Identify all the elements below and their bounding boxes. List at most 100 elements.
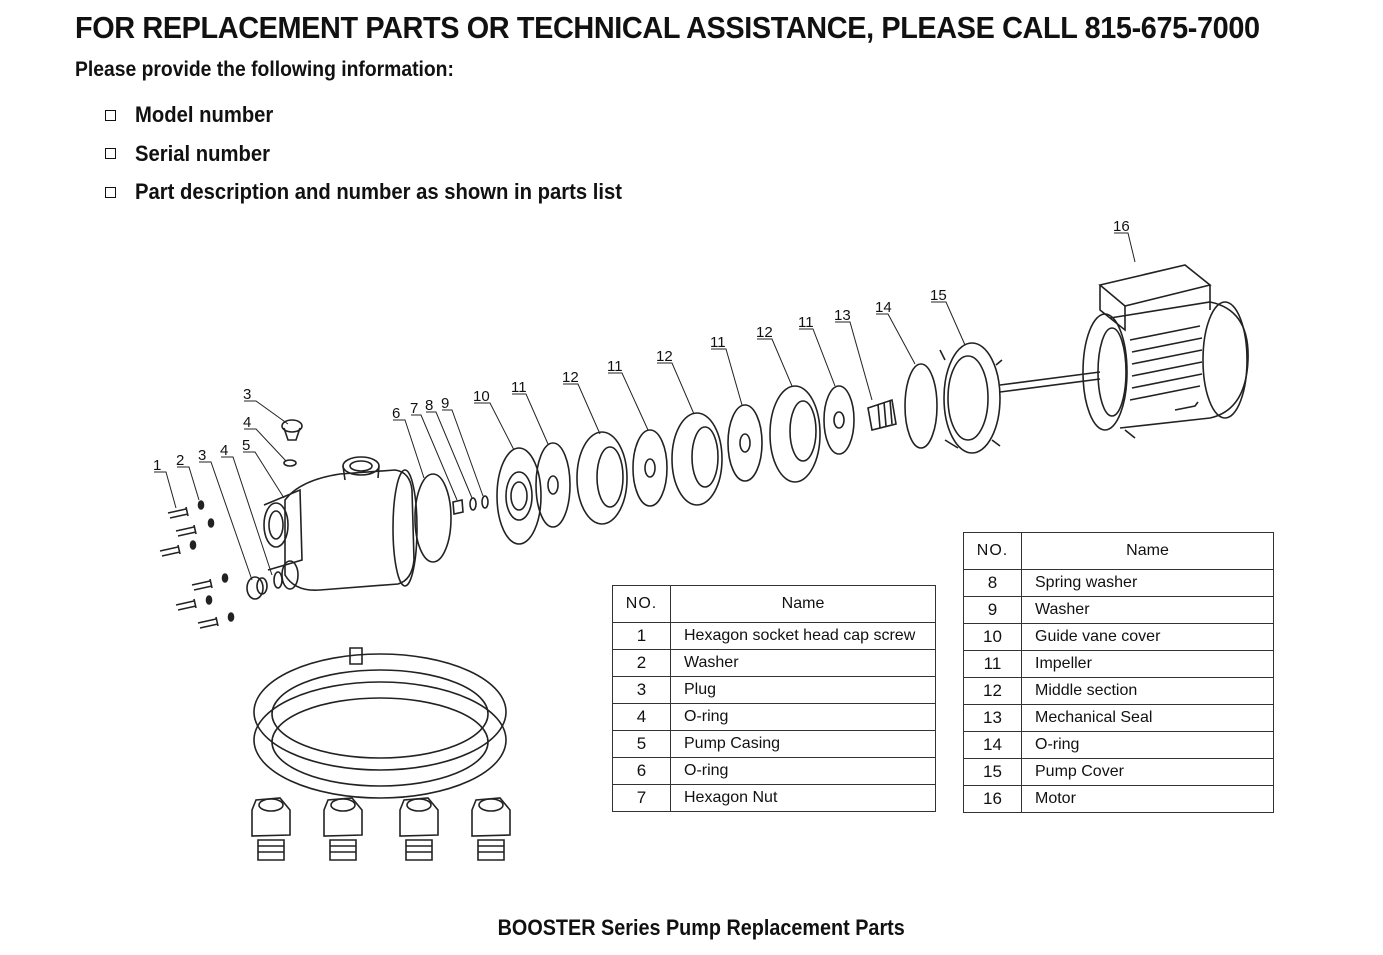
- callout-label: 11: [511, 379, 527, 396]
- cap-screws-drawing: [159, 500, 235, 629]
- callout-label: 7: [410, 400, 418, 417]
- checkbox-icon: [105, 148, 116, 160]
- part-number: 2: [612, 649, 671, 677]
- callout-label: 12: [656, 348, 673, 365]
- checkbox-icon: [105, 109, 116, 121]
- part-number: 15: [963, 758, 1022, 786]
- part-name: Pump Casing: [670, 730, 936, 758]
- column-header-name: Name: [1021, 532, 1274, 570]
- table-header-row: NO. Name: [612, 585, 936, 623]
- column-header-no: NO.: [963, 532, 1022, 570]
- callout-label: 4: [220, 442, 228, 459]
- part-name: Mechanical Seal: [1021, 704, 1274, 732]
- part-number: 10: [963, 623, 1022, 651]
- part-number: 12: [963, 677, 1022, 705]
- part-name: Plug: [670, 676, 936, 704]
- part-number: 6: [612, 757, 671, 785]
- part-name: O-ring: [670, 757, 936, 785]
- part-name: Washer: [1021, 596, 1274, 624]
- table-header-row: NO. Name: [963, 532, 1274, 570]
- callout-label: 16: [1113, 218, 1130, 235]
- callout-label: 11: [798, 314, 814, 331]
- pump-casing-drawing: [263, 456, 418, 592]
- o-ring-drawing: [414, 473, 452, 563]
- callout-label: 11: [710, 334, 726, 351]
- hex-nut-drawing: [452, 499, 464, 515]
- callout-labels: 1 2 3 4 3 4 5 6 7 8 9 10 11 12 11 12 11 …: [153, 218, 1130, 474]
- callout-label: 8: [425, 397, 433, 414]
- motor-drawing: [1082, 264, 1249, 439]
- part-number: 11: [963, 650, 1022, 678]
- spring-washer-drawing: [469, 497, 477, 511]
- plug-drawing: [246, 419, 303, 600]
- part-name: Middle section: [1021, 677, 1274, 705]
- stage-stack-drawing: [535, 385, 855, 528]
- part-number: 9: [963, 596, 1022, 624]
- part-number: 3: [612, 676, 671, 704]
- part-name: Guide vane cover: [1021, 623, 1274, 651]
- column-header-no: NO.: [612, 585, 671, 623]
- callout-label: 15: [930, 287, 947, 304]
- checklist-item: Model number: [105, 96, 664, 135]
- part-name: Hexagon socket head cap screw: [670, 622, 936, 650]
- part-number: 1: [612, 622, 671, 650]
- intro-text: Please provide the following information…: [75, 58, 454, 81]
- part-name: Hexagon Nut: [670, 784, 936, 812]
- washer-drawing: [481, 495, 489, 509]
- callout-label: 11: [607, 358, 623, 375]
- part-number: 4: [612, 703, 671, 731]
- callout-label: 6: [392, 405, 400, 422]
- pump-cover-drawing: [939, 342, 1003, 454]
- callout-label: 14: [875, 299, 892, 316]
- column-header-name: Name: [670, 585, 936, 623]
- hose-coil-drawing: [253, 647, 507, 799]
- callout-label: 3: [243, 386, 251, 403]
- mechanical-seal-drawing: [867, 398, 897, 431]
- info-checklist: Model number Serial number Part descript…: [105, 96, 664, 212]
- callout-label: 9: [441, 395, 449, 412]
- checklist-item: Serial number: [105, 135, 664, 174]
- checklist-item: Part description and number as shown in …: [105, 173, 664, 212]
- checkbox-icon: [105, 186, 116, 198]
- callout-leaders: [154, 232, 1136, 581]
- figure-caption: BOOSTER Series Pump Replacement Parts: [497, 915, 906, 940]
- guide-vane-cover-drawing: [496, 447, 542, 545]
- part-name: O-ring: [670, 703, 936, 731]
- part-name: Spring washer: [1021, 569, 1274, 597]
- part-number: 13: [963, 704, 1022, 732]
- part-name: Impeller: [1021, 650, 1274, 678]
- callout-label: 12: [562, 369, 579, 386]
- hose-fittings-drawing: [251, 797, 511, 861]
- callout-label: 10: [473, 388, 490, 405]
- part-number: 8: [963, 569, 1022, 597]
- callout-label: 3: [198, 447, 206, 464]
- callout-label: 13: [834, 307, 851, 324]
- callout-label: 12: [756, 324, 773, 341]
- page-heading: FOR REPLACEMENT PARTS OR TECHNICAL ASSIS…: [75, 10, 1260, 45]
- callout-label: 4: [243, 414, 251, 431]
- callout-label: 2: [176, 452, 184, 469]
- part-name: Washer: [670, 649, 936, 677]
- part-name: O-ring: [1021, 731, 1274, 759]
- part-name: Pump Cover: [1021, 758, 1274, 786]
- part-number: 16: [963, 785, 1022, 813]
- part-name: Motor: [1021, 785, 1274, 813]
